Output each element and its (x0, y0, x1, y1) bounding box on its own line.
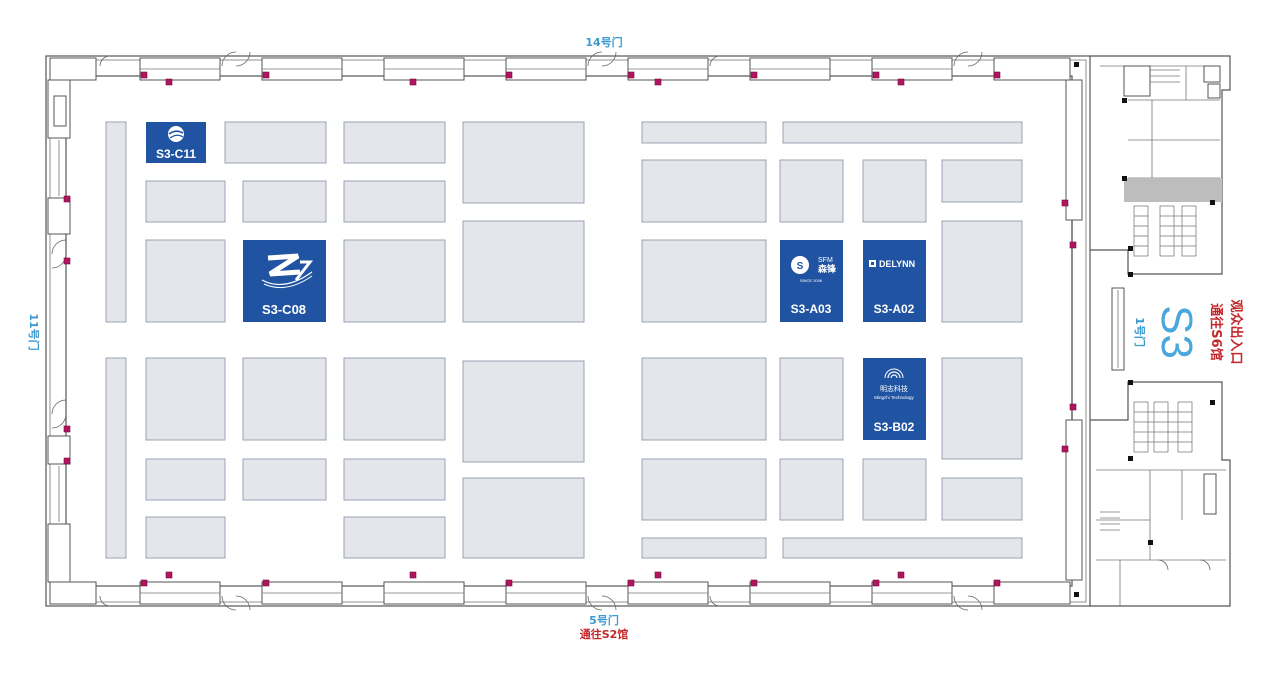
gate-label-north: 14号门 (585, 35, 622, 49)
booth[interactable] (641, 159, 767, 223)
booth[interactable] (462, 121, 585, 204)
sphere-logo-icon (168, 126, 184, 142)
booth[interactable] (145, 180, 226, 223)
booth[interactable] (462, 220, 585, 323)
west-windows (47, 79, 71, 583)
booth-number: S3-A03 (791, 302, 832, 316)
booth[interactable] (641, 357, 767, 441)
brand-name: DELYNN (879, 259, 915, 269)
east-inner-wall (1065, 79, 1083, 581)
marker-points (63, 71, 1077, 587)
booth[interactable] (641, 121, 767, 144)
booth-number: S3-C08 (262, 302, 306, 317)
booth[interactable] (343, 516, 446, 559)
booth[interactable] (862, 159, 927, 223)
booth[interactable] (779, 159, 844, 223)
booth[interactable] (862, 458, 927, 521)
booth[interactable] (145, 239, 226, 323)
gate-label-east: 1号门 (1133, 317, 1147, 347)
booth[interactable] (941, 220, 1023, 323)
entry-label: 观众出入口 (1228, 299, 1244, 364)
svg-text:S: S (797, 261, 804, 272)
mingzhi-logo-icon (884, 368, 904, 379)
booth[interactable] (343, 180, 446, 223)
brand-name-cn: 森锋 (818, 263, 837, 274)
booth[interactable] (641, 458, 767, 521)
gate-label-south: 5号门 (589, 613, 619, 627)
booth[interactable] (941, 357, 1023, 460)
booth[interactable] (242, 180, 327, 223)
hall-walls (45, 51, 1091, 611)
booth[interactable] (145, 516, 226, 559)
route-label-south: 通往S2馆 (580, 627, 629, 641)
zy-logo-icon (261, 253, 314, 289)
delynn-logo-icon (869, 260, 876, 267)
route-label-east: 通往S6馆 (1208, 303, 1224, 360)
brand-name: Mingzhi Technology (874, 395, 914, 400)
booth[interactable] (105, 121, 127, 323)
brand-tagline: SINCE 2006 (800, 278, 823, 283)
exhibitor-booth-s3-c11[interactable]: S3-C11 (146, 122, 206, 163)
booth[interactable] (145, 458, 226, 501)
booth[interactable] (462, 360, 585, 463)
booth[interactable] (941, 159, 1023, 203)
booth-number: S3-B02 (874, 420, 915, 434)
booth[interactable] (224, 121, 327, 164)
booth[interactable] (343, 239, 446, 323)
north-windows (49, 57, 1071, 81)
booth[interactable] (343, 458, 446, 501)
exhibitor-booth-s3-c08[interactable]: S3-C08 (243, 240, 326, 322)
booth[interactable] (779, 458, 844, 521)
booth[interactable] (242, 458, 327, 501)
booth[interactable] (242, 357, 327, 441)
booth[interactable] (145, 357, 226, 441)
booth[interactable] (779, 357, 844, 441)
booth[interactable] (641, 537, 767, 559)
booth-grid (105, 121, 1023, 559)
south-doors (99, 595, 983, 611)
booth[interactable] (782, 537, 1023, 559)
hall-label: S3 (1152, 305, 1201, 359)
booth[interactable] (343, 121, 446, 164)
booth[interactable] (641, 239, 767, 323)
south-windows (49, 581, 1071, 605)
seating-north (1133, 205, 1197, 257)
booth[interactable] (105, 357, 127, 559)
exhibitor-booth-s3-b02[interactable]: 明志科技 Mingzhi Technology S3-B02 (863, 358, 926, 440)
booth[interactable] (462, 477, 585, 559)
booth-number: S3-A02 (874, 302, 915, 316)
exhibitor-booth-s3-a03[interactable]: S SFM 森锋 SINCE 2006 S3-A03 (780, 240, 843, 322)
east-annex (1074, 55, 1231, 607)
booth[interactable] (782, 121, 1023, 144)
booth[interactable] (343, 357, 446, 441)
north-doors (99, 51, 983, 67)
brand-name: SFM (818, 257, 833, 264)
gate-label-west: 11号门 (27, 313, 41, 350)
seating-south (1133, 401, 1193, 453)
booth[interactable] (941, 477, 1023, 521)
brand-name-cn: 明志科技 (880, 384, 908, 393)
booth-number: S3-C11 (156, 147, 196, 161)
exhibitor-booth-s3-a02[interactable]: DELYNN S3-A02 (863, 240, 926, 322)
sfm-logo-icon: S (791, 256, 809, 274)
